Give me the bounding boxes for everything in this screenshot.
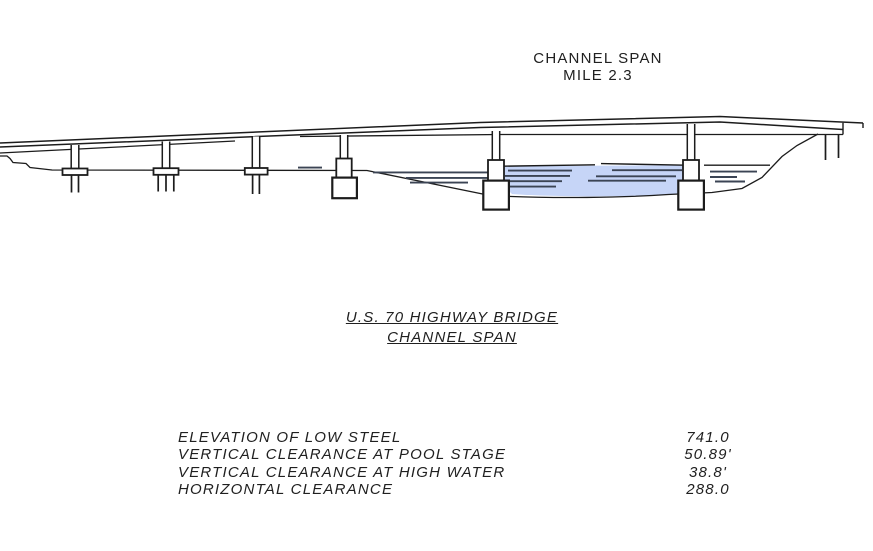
table-row: ELEVATION OF LOW STEEL 741.0 (178, 429, 778, 446)
row-label: HORIZONTAL CLEARANCE (178, 480, 394, 498)
row-value: 288.0 (686, 480, 730, 498)
title-line-1: U.S. 70 HIGHWAY BRIDGE (345, 309, 559, 326)
channel-pier-right (677, 124, 705, 211)
pier-4 (331, 135, 358, 200)
title-line-2: CHANNEL SPAN (387, 329, 517, 346)
row-value: 741.0 (686, 429, 730, 446)
channel-bottom-and-right-bank (489, 133, 819, 199)
pier-1 (61, 145, 89, 193)
drawing-title: U.S. 70 HIGHWAY BRIDGE CHANNEL SPAN (302, 308, 602, 348)
callout-line-2: MILE 2.3 (563, 67, 633, 84)
water-dashes (298, 166, 757, 188)
channel-pier-left (482, 131, 510, 211)
pier-2 (152, 141, 180, 192)
table-row: VERTICAL CLEARANCE AT HIGH WATER 38.8' (178, 464, 778, 481)
right-abutment-piles (824, 134, 840, 160)
table-row: HORIZONTAL CLEARANCE 288.0 (178, 481, 778, 498)
table-row: VERTICAL CLEARANCE AT POOL STAGE 50.89' (178, 446, 778, 463)
row-label: VERTICAL CLEARANCE AT POOL STAGE (178, 446, 507, 464)
bridge-deck (0, 115, 864, 154)
callout-line-1: CHANNEL SPAN (533, 50, 663, 67)
row-label: VERTICAL CLEARANCE AT HIGH WATER (178, 463, 506, 481)
row-label: ELEVATION OF LOW STEEL (178, 429, 402, 446)
row-value: 50.89' (684, 446, 732, 464)
pier-3 (243, 136, 269, 194)
clearance-table: ELEVATION OF LOW STEEL 741.0 VERTICAL CL… (178, 429, 778, 498)
row-value: 38.8' (688, 463, 728, 481)
channel-span-callout: CHANNEL SPAN MILE 2.3 (498, 50, 698, 84)
water-surface-lines (502, 162, 770, 167)
